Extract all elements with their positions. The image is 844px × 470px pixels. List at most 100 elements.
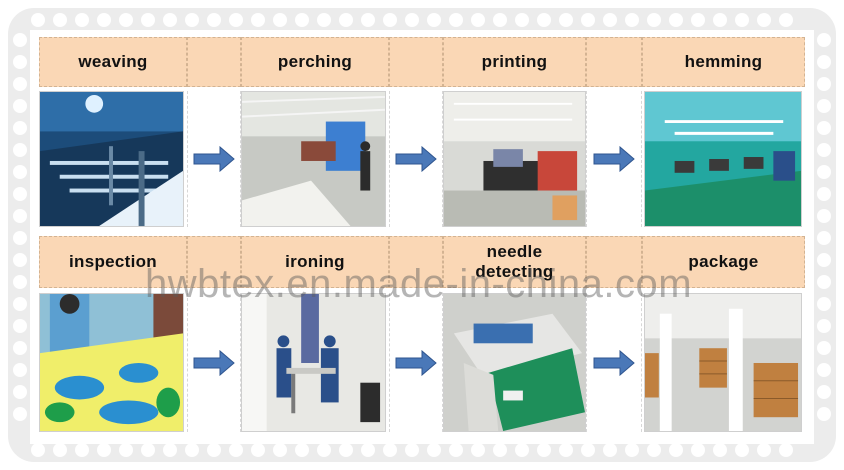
border-dot — [817, 297, 831, 311]
border-dot — [251, 13, 265, 27]
border-dot — [817, 77, 831, 91]
border-dot — [817, 33, 831, 47]
border-dot — [53, 443, 67, 457]
border-dot — [229, 443, 243, 457]
fabric-inspection-photo — [39, 293, 184, 432]
border-dot — [163, 13, 177, 27]
border-dot — [75, 13, 89, 27]
header-spacer — [586, 236, 642, 288]
border-dot — [817, 275, 831, 289]
border-dot — [691, 13, 705, 27]
right-arrow-icon — [193, 349, 235, 376]
header-spacer — [187, 37, 241, 87]
step-label: package — [688, 252, 759, 271]
border-dot — [537, 13, 551, 27]
package-warehouse-photo — [644, 293, 802, 432]
right-arrow-icon — [193, 146, 235, 172]
border-dot — [31, 13, 45, 27]
border-dot — [757, 443, 771, 457]
border-dot — [97, 443, 111, 457]
border-dot — [817, 165, 831, 179]
header-spacer — [389, 37, 443, 87]
border-dot — [141, 13, 155, 27]
border-dot — [13, 209, 27, 223]
hemming-workshop-photo — [644, 91, 802, 227]
flow-arrow-cell — [586, 91, 642, 227]
border-dot — [817, 341, 831, 355]
border-dot — [405, 13, 419, 27]
border-dot — [207, 13, 221, 27]
step-header-hemming: hemming — [642, 37, 805, 87]
border-dot — [163, 443, 177, 457]
border-dot — [141, 443, 155, 457]
border-dot — [757, 13, 771, 27]
border-dot — [817, 121, 831, 135]
step-label-line-1: needle — [486, 242, 543, 261]
step-header-printing: printing — [443, 37, 586, 87]
border-dot — [603, 443, 617, 457]
border-dot — [817, 363, 831, 377]
printing-machines-photo — [443, 91, 586, 227]
border-dot — [449, 443, 463, 457]
border-dot — [817, 209, 831, 223]
fabric-perching-photo — [241, 91, 386, 227]
border-dot — [361, 443, 375, 457]
border-dot — [449, 13, 463, 27]
border-dot — [581, 13, 595, 27]
step-label: inspection — [68, 252, 157, 271]
border-dot — [493, 13, 507, 27]
border-dot — [713, 13, 727, 27]
needle-detector-photo — [443, 293, 586, 432]
border-dot — [207, 443, 221, 457]
header-spacer — [389, 236, 443, 288]
step-header-package: package — [642, 236, 805, 288]
header-spacer — [187, 236, 241, 288]
border-dot — [779, 443, 793, 457]
border-dot — [13, 341, 27, 355]
border-dot — [625, 13, 639, 27]
flow-arrow-cell — [389, 91, 443, 227]
border-dot — [817, 407, 831, 421]
border-dot — [119, 443, 133, 457]
border-dot — [185, 443, 199, 457]
border-dot — [735, 443, 749, 457]
border-dot — [339, 13, 353, 27]
border-dot — [647, 443, 661, 457]
border-dot — [295, 443, 309, 457]
step-label-line-2: detecting — [475, 262, 554, 281]
border-dot — [273, 443, 287, 457]
step-header-ironing: ironing — [241, 236, 389, 288]
border-dot — [515, 443, 529, 457]
border-dot — [13, 77, 27, 91]
border-dot — [13, 297, 27, 311]
border-dot — [13, 143, 27, 157]
border-dot — [817, 143, 831, 157]
border-dot — [295, 13, 309, 27]
border-dot — [817, 187, 831, 201]
border-dot — [273, 13, 287, 27]
border-dot — [97, 13, 111, 27]
border-dot — [119, 13, 133, 27]
weaving-looms-photo — [39, 91, 184, 227]
step-label: weaving — [78, 52, 148, 71]
border-dot — [817, 55, 831, 69]
border-dot — [493, 443, 507, 457]
flow-arrow-cell — [389, 293, 443, 432]
border-dot — [13, 363, 27, 377]
ironing-station-photo — [241, 293, 386, 432]
border-dot — [427, 443, 441, 457]
border-dot — [251, 443, 265, 457]
border-dot — [75, 443, 89, 457]
step-header-inspection: inspection — [39, 236, 187, 288]
flow-arrow-cell — [187, 293, 241, 432]
border-dot — [317, 443, 331, 457]
right-arrow-icon — [593, 349, 635, 376]
step-label: ironing — [285, 252, 345, 271]
border-dot — [581, 443, 595, 457]
border-dot — [669, 13, 683, 27]
border-dot — [13, 55, 27, 69]
border-dot — [13, 165, 27, 179]
flow-arrow-cell — [187, 91, 241, 227]
step-header-weaving: weaving — [39, 37, 187, 87]
